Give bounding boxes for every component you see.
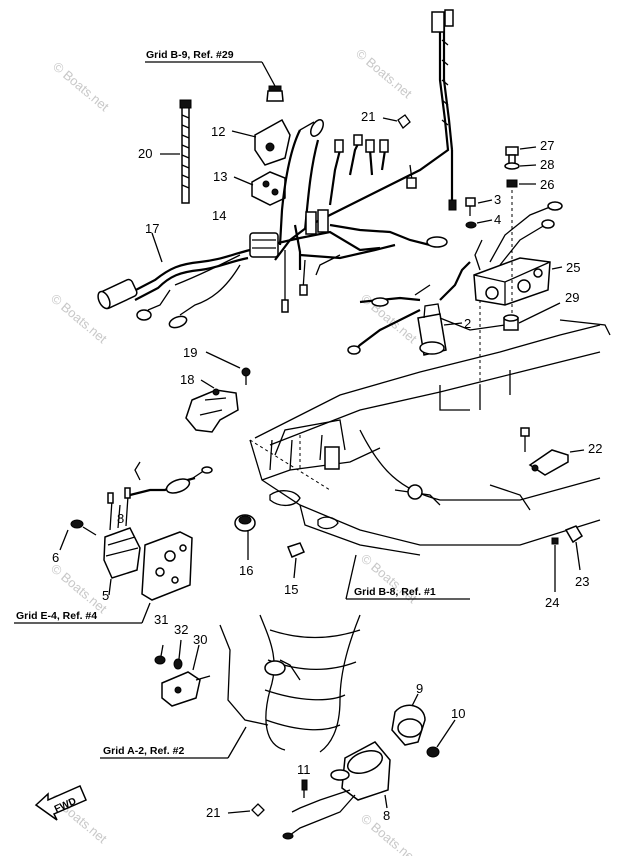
watermark: © Boats.net	[48, 561, 110, 617]
grid-ref-mid-right-text: Grid B-8, Ref. #1	[354, 586, 436, 598]
part-21-clip-top	[382, 114, 411, 129]
part-18-bracket	[185, 379, 239, 433]
midsection-housing	[219, 614, 361, 753]
callout-28: 28	[540, 157, 554, 172]
callout-3: 3	[494, 192, 501, 207]
part-23-clip	[564, 525, 584, 571]
callout-22: 22	[588, 441, 602, 456]
callout-8a: 8	[117, 511, 124, 526]
part-7-plate	[141, 531, 193, 601]
grid-ref-top-text: Grid B-9, Ref. #29	[146, 49, 234, 61]
watermark: © Boats.net	[358, 551, 420, 607]
callout-19: 19	[183, 345, 197, 360]
part-10-screw	[426, 719, 456, 758]
part-15-nut	[287, 542, 305, 579]
callout-21a: 21	[361, 109, 375, 124]
part-11-screw	[301, 779, 308, 798]
callout-30: 30	[193, 632, 207, 647]
callout-26: 26	[540, 177, 554, 192]
part-2-solenoid	[347, 261, 506, 356]
watermark: © Boats.net	[50, 59, 112, 115]
part-29-grommet	[503, 302, 561, 331]
part-25-block	[473, 201, 563, 306]
callout-18: 18	[180, 372, 194, 387]
callout-24: 24	[545, 595, 559, 610]
grid-ref-mid-right: Grid B-8, Ref. #1	[345, 554, 470, 600]
part-26-spring	[506, 179, 536, 188]
part-29-cap-top	[266, 85, 284, 102]
callout-29: 29	[565, 290, 579, 305]
part-12-bracket	[231, 118, 291, 166]
part-20-bolt	[160, 99, 192, 204]
grid-ref-bottom: Grid A-2, Ref. #2	[100, 726, 247, 759]
callout-14: 14	[212, 208, 226, 223]
callout-32: 32	[174, 622, 188, 637]
callout-12: 12	[211, 124, 225, 139]
callout-23: 23	[575, 574, 589, 589]
callout-5: 5	[102, 588, 109, 603]
callout-2: 2	[464, 316, 471, 331]
part-31-screw	[154, 644, 166, 665]
callout-4: 4	[494, 212, 501, 227]
callout-20: 20	[138, 146, 152, 161]
callout-15: 15	[284, 582, 298, 597]
part-19-screw	[205, 351, 251, 385]
part-8-starter-cable	[282, 741, 391, 840]
watermarks: © Boats.net © Boats.net © Boats.net © Bo…	[48, 46, 420, 856]
part-4-washer	[465, 219, 493, 229]
part-14-wiring-harness	[174, 9, 457, 313]
callout-17: 17	[145, 221, 159, 236]
guide-line	[479, 190, 513, 390]
grid-ref-left-text: Grid E-4, Ref. #4	[16, 610, 97, 622]
callout-10: 10	[451, 706, 465, 721]
callout-31: 31	[154, 612, 168, 627]
callout-27: 27	[540, 138, 554, 153]
grid-ref-bottom-text: Grid A-2, Ref. #2	[103, 745, 184, 757]
part-3-screw	[465, 197, 493, 216]
part-30-switch	[161, 644, 211, 707]
watermark: © Boats.net	[353, 46, 415, 102]
part-6-screw	[59, 519, 97, 551]
part-5-coil	[103, 461, 213, 596]
part-16-plug	[234, 514, 256, 560]
callout-16: 16	[239, 563, 253, 578]
part-22-bracket	[520, 427, 585, 476]
part-21-clip-bottom	[227, 803, 265, 817]
part-28-washer	[504, 162, 537, 170]
grid-ref-top: Grid B-9, Ref. #29	[145, 49, 276, 87]
callouts: 1 2 3 4 5 6 8 8 9 10 11 12 13 14 15 16 1…	[52, 109, 602, 823]
part-13-bracket	[233, 171, 286, 206]
callout-11: 11	[297, 762, 311, 777]
part-32-washer	[173, 639, 183, 670]
callout-25: 25	[566, 260, 580, 275]
callout-8b: 8	[383, 808, 390, 823]
callout-21b: 21	[206, 805, 220, 820]
callout-13: 13	[213, 169, 227, 184]
part-24-screw	[551, 537, 559, 592]
callout-6: 6	[52, 550, 59, 565]
grid-ref-left: Grid E-4, Ref. #4	[14, 602, 151, 624]
part-9-clamp	[391, 693, 426, 746]
part-17-cable	[97, 232, 251, 329]
bottom-cowling	[249, 319, 611, 556]
callout-9: 9	[416, 681, 423, 696]
